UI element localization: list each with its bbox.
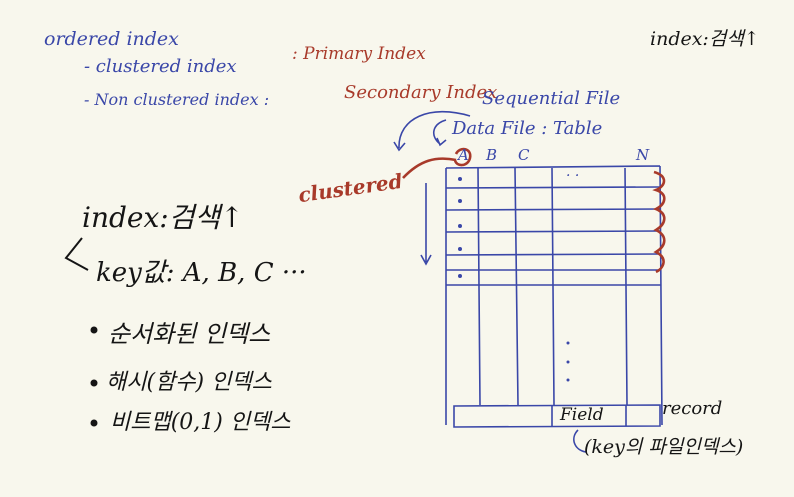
nonclustered-bullet: - Non clustered index :: [84, 90, 270, 109]
primary-index-label: : Primary Index: [292, 44, 426, 64]
row-marker: [458, 224, 462, 228]
field-label: Field: [560, 405, 604, 425]
row-marker: [458, 177, 462, 181]
row-marker: [458, 247, 462, 251]
bullet-dot: [90, 379, 98, 387]
column-a-circle: [453, 147, 472, 167]
bullet-bitmap-index: 비트맵(0,1) 인덱스: [110, 410, 291, 435]
table-grid: [393, 110, 663, 453]
column-c-label: C: [518, 146, 530, 164]
record-row: [453, 404, 661, 428]
bullet-hash-index: 해시(함수) 인덱스: [106, 370, 272, 395]
clustered-squiggle: [652, 170, 666, 274]
data-file-arrow: [433, 119, 447, 147]
column-dot: [566, 341, 570, 345]
key-arrow: [64, 237, 89, 271]
clustered-link: [402, 157, 457, 179]
clustered-bullet: - clustered index: [84, 56, 237, 77]
field-cell: [551, 405, 627, 426]
top-right-index-note: index:검색↑: [650, 28, 760, 50]
column-dot: [566, 378, 570, 382]
index-heading: index:검색↑: [82, 201, 244, 234]
table-column-lines: [477, 167, 628, 406]
bullet-dot: [90, 419, 98, 427]
column-n-label: N: [636, 146, 650, 164]
vertical-arrow: [420, 183, 432, 266]
footer-note: (key의 파일인덱스): [584, 436, 744, 458]
row-marker: [458, 274, 462, 278]
column-b-label: B: [486, 146, 498, 164]
sequential-file-arrow: [393, 110, 471, 152]
bullet-marks: [90, 326, 98, 427]
bullet-ordered-index: 순서화된 인덱스: [108, 320, 271, 348]
secondary-index-label: Secondary Index: [344, 82, 498, 103]
column-dots: · ·: [566, 168, 580, 184]
row-marker: [458, 199, 462, 203]
row-markers: [458, 177, 570, 382]
key-line: key값: A, B, C ···: [96, 258, 307, 288]
record-label: record: [662, 398, 723, 419]
sequential-file-label: Sequential File: [482, 88, 621, 109]
bullet-dot: [90, 326, 98, 334]
column-dot: [566, 360, 570, 364]
clustered-markings: [402, 147, 666, 274]
footer-bracket: [573, 429, 587, 453]
ordered-index-title: ordered index: [44, 28, 179, 50]
data-file-label: Data File : Table: [452, 118, 603, 139]
column-a-label: A: [458, 146, 469, 164]
